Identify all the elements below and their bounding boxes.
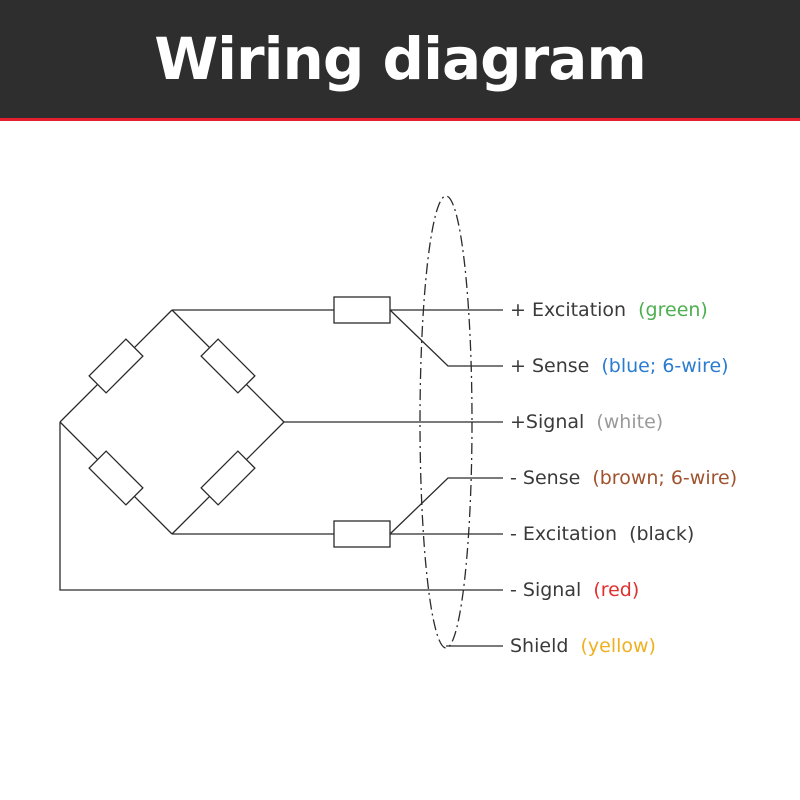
wire-name: - Excitation bbox=[510, 523, 617, 545]
compensation-resistor-top bbox=[333, 296, 391, 324]
wire-label-sense-plus: + Sense (blue; 6-wire) bbox=[510, 355, 729, 377]
header-accent-line bbox=[0, 118, 800, 121]
wire-color-name: (blue; 6-wire) bbox=[601, 355, 728, 377]
wire-color-name: (black) bbox=[629, 523, 694, 545]
wire-color-name: (brown; 6-wire) bbox=[592, 467, 737, 489]
wire-sense-plus bbox=[389, 309, 503, 367]
wire-name: +Signal bbox=[510, 411, 584, 433]
strain-gauge-bottom-left bbox=[88, 450, 144, 506]
wire-label-shield: Shield (yellow) bbox=[510, 635, 656, 657]
wire-signal-minus bbox=[59, 422, 503, 591]
wire-color-name: (green) bbox=[638, 299, 708, 321]
page-title: Wiring diagram bbox=[154, 25, 647, 93]
wire-name: + Sense bbox=[510, 355, 589, 377]
wire-labels: + Excitation (green) + Sense (blue; 6-wi… bbox=[510, 299, 737, 657]
wire-label-excitation-minus: - Excitation (black) bbox=[510, 523, 694, 545]
wire-name: - Signal bbox=[510, 579, 581, 601]
strain-gauge-top-left bbox=[88, 338, 144, 394]
wire-color-name: (white) bbox=[596, 411, 663, 433]
cable-shield-ellipse bbox=[419, 195, 473, 649]
compensation-resistor-bottom bbox=[333, 520, 391, 548]
header-bar bbox=[0, 0, 800, 118]
wire-label-excitation-plus: + Excitation (green) bbox=[510, 299, 708, 321]
wire-name: + Excitation bbox=[510, 299, 626, 321]
wire-label-sense-minus: - Sense (brown; 6-wire) bbox=[510, 467, 737, 489]
wire-label-signal-minus: - Signal (red) bbox=[510, 579, 639, 601]
wire-sense-minus bbox=[389, 477, 503, 535]
wire-color-name: (yellow) bbox=[580, 635, 655, 657]
wire-name: Shield bbox=[510, 635, 568, 657]
strain-gauge-top-right bbox=[200, 338, 256, 394]
wire-label-signal-plus: +Signal (white) bbox=[510, 411, 663, 433]
strain-gauge-bottom-right bbox=[200, 450, 256, 506]
wire-color-name: (red) bbox=[593, 579, 639, 601]
wire-name: - Sense bbox=[510, 467, 580, 489]
